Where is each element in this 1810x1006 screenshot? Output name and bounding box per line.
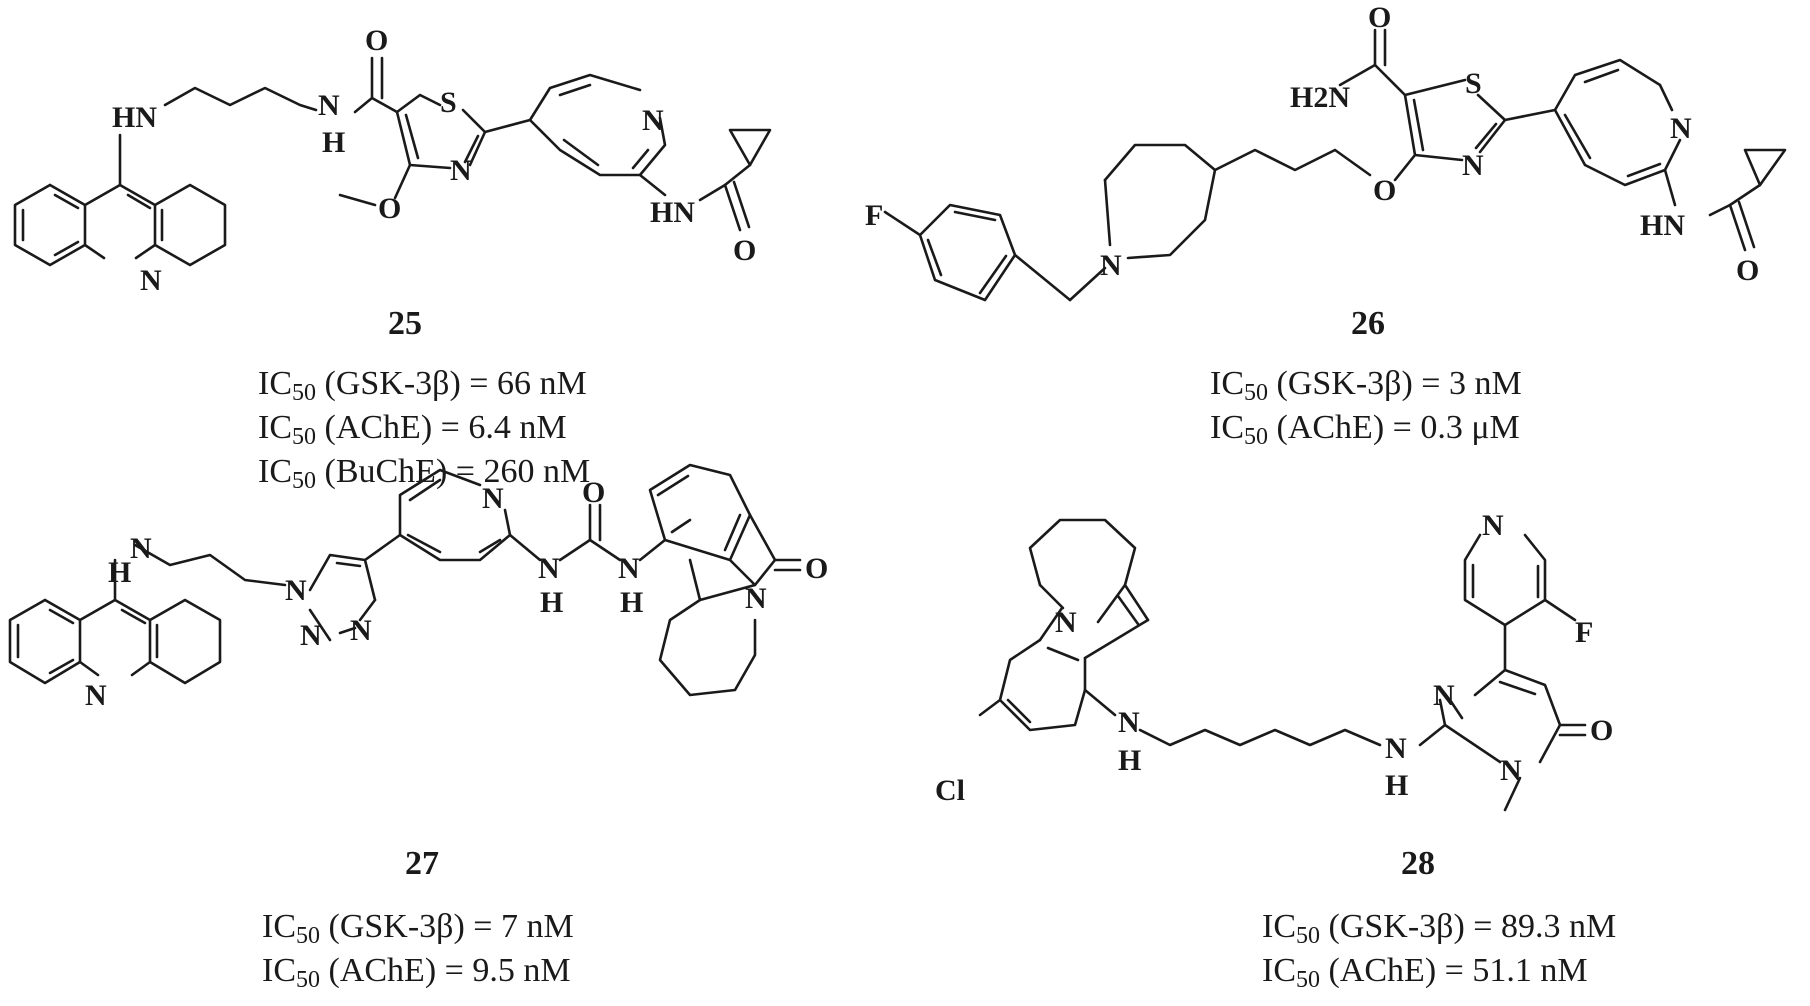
structure-27: H N N N N N N O N H N H O N: [8, 463, 828, 712]
atom-label: N: [85, 679, 107, 712]
atom-label: N: [1462, 149, 1484, 182]
atom-label: N: [538, 552, 560, 585]
atom-label: N: [1482, 509, 1504, 542]
activity-block-26: IC50 (GSK-3β) = 3 nM IC50 (AChE) = 0.3 μ…: [1210, 362, 1522, 450]
bonds-28: [978, 518, 1587, 812]
atom-label: N: [1385, 732, 1407, 765]
atom-labels-28: N Cl N H N F N N O N H: [935, 509, 1613, 807]
structure-28: N Cl N H N F N N O N H: [935, 509, 1613, 812]
atom-label: H2N: [1290, 81, 1350, 114]
atom-label: N: [300, 619, 322, 652]
atom-label: O: [1736, 254, 1759, 287]
activity-line: IC50 (BuChE) = 260 nM: [258, 453, 591, 494]
atom-label: N: [318, 89, 340, 122]
structure-26: H2N O S N O N HN O F N: [865, 1, 1787, 302]
compound-number-26: 26: [1351, 305, 1385, 342]
atom-labels-27: H N N N N N N O N H N H O N: [85, 476, 828, 712]
atom-label: H: [1118, 744, 1141, 777]
atom-label: F: [865, 199, 883, 232]
atom-label: O: [365, 24, 388, 57]
atom-label: N: [618, 552, 640, 585]
activity-block-28: IC50 (GSK-3β) = 89.3 nM IC50 (AChE) = 51…: [1262, 905, 1616, 993]
atom-label: N: [642, 104, 664, 137]
compound-number-25: 25: [388, 305, 422, 342]
activity-line: IC50 (AChE) = 9.5 nM: [262, 952, 571, 993]
atom-label: O: [1373, 174, 1396, 207]
atom-label: Cl: [935, 774, 965, 807]
atom-label: N: [285, 574, 307, 607]
atom-label: N: [1100, 249, 1122, 282]
bonds-27: [8, 463, 802, 697]
compound-number-28: 28: [1401, 845, 1435, 882]
atom-label: O: [805, 552, 828, 585]
bonds-25: [13, 56, 772, 267]
atom-labels-26: H2N O S N O N HN O F N: [865, 1, 1759, 287]
atom-label: HN: [650, 196, 695, 229]
atom-label: O: [1368, 1, 1391, 34]
activity-line: IC50 (GSK-3β) = 7 nM: [262, 908, 574, 949]
atom-label: F: [1575, 616, 1593, 649]
atom-label: HN: [1640, 209, 1685, 242]
atom-label: O: [733, 234, 756, 267]
atom-label: H: [108, 556, 131, 589]
atom-label: S: [1465, 67, 1482, 100]
atom-label: N: [1055, 606, 1077, 639]
atom-label: N: [1500, 754, 1522, 787]
atom-label: N: [1433, 679, 1455, 712]
activity-block-27: IC50 (GSK-3β) = 7 nM IC50 (AChE) = 9.5 n…: [262, 905, 574, 993]
atom-labels-25: HN N H O S N O N HN O N: [112, 24, 756, 297]
atom-label: N: [745, 582, 767, 615]
atom-label: H: [322, 126, 345, 159]
atom-label: O: [378, 192, 401, 225]
atom-label: H: [620, 586, 643, 619]
atom-label: H: [1385, 769, 1408, 802]
atom-label: HN: [112, 101, 157, 134]
activity-line: IC50 (GSK-3β) = 3 nM: [1210, 365, 1522, 406]
atom-label: O: [582, 476, 605, 509]
atom-label: S: [440, 86, 457, 119]
activity-line: IC50 (AChE) = 6.4 nM: [258, 409, 567, 450]
structure-25: HN N H O S N O N HN O N: [13, 24, 772, 297]
compound-number-27: 27: [405, 845, 439, 882]
activity-line: IC50 (AChE) = 0.3 μM: [1210, 409, 1520, 450]
activity-line: IC50 (AChE) = 51.1 nM: [1262, 952, 1588, 993]
bonds-26: [883, 28, 1787, 302]
atom-label: N: [140, 264, 162, 297]
atom-label: N: [1670, 112, 1692, 145]
activity-block-25: IC50 (GSK-3β) = 66 nM IC50 (AChE) = 6.4 …: [258, 362, 590, 494]
atom-label: N: [130, 532, 152, 565]
atom-label: O: [1590, 714, 1613, 747]
atom-label: N: [350, 614, 372, 647]
activity-line: IC50 (GSK-3β) = 66 nM: [258, 365, 587, 406]
atom-label: N: [450, 154, 472, 187]
atom-label: N: [1118, 706, 1140, 739]
atom-label: N: [482, 482, 504, 515]
atom-label: H: [540, 586, 563, 619]
activity-line: IC50 (GSK-3β) = 89.3 nM: [1262, 908, 1617, 949]
